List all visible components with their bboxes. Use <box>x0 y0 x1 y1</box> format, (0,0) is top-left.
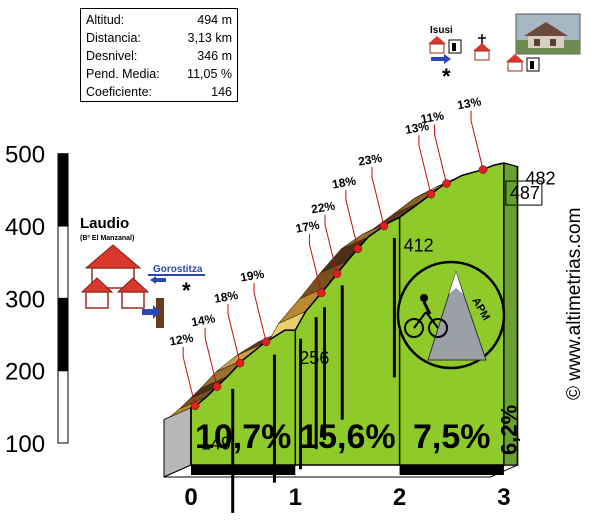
grade-annotation: 23% <box>357 151 383 169</box>
grade-leader <box>470 110 484 170</box>
stat-row: Distancia: 3,13 km <box>86 29 232 47</box>
grade-annotation: 13% <box>404 119 430 137</box>
start-village-icon <box>80 244 150 309</box>
y-axis-band <box>57 225 69 299</box>
summit-parking-icon <box>526 57 540 72</box>
watermark: © www.altimetrias.com <box>564 208 585 400</box>
grade-marker <box>332 269 342 278</box>
grade-leader <box>371 167 385 227</box>
isusi-parking-icon <box>448 39 462 54</box>
grade-annotation: 11% <box>420 108 446 126</box>
grade-marker <box>190 401 200 411</box>
profile-layer <box>163 162 519 513</box>
asterisk-icon: * <box>182 278 191 303</box>
stat-value: 346 m <box>197 49 232 63</box>
stat-label: Distancia: <box>86 31 141 45</box>
section-grade-label: 10,7% <box>195 418 291 456</box>
y-tick-label: 100 <box>5 431 45 458</box>
start-marker <box>156 298 164 328</box>
stat-label: Coeficiente: <box>86 85 153 99</box>
isusi-arrow-icon <box>431 54 451 64</box>
elevation-label: 487 <box>510 183 540 203</box>
x-tick-label: 2 <box>393 484 406 511</box>
y-tick-label: 400 <box>5 214 45 241</box>
elevation-label: 412 <box>404 235 434 255</box>
start-place-name: Laudio <box>80 215 129 232</box>
grade-leader <box>324 214 338 274</box>
grade-annotation: 14% <box>190 311 216 329</box>
grade-marker <box>353 244 363 254</box>
grade-marker <box>317 288 326 298</box>
grade-leader <box>227 304 241 364</box>
grade-marker <box>478 165 488 174</box>
grade-leader <box>204 327 218 387</box>
stat-row: Desnivel: 346 m <box>86 47 232 65</box>
grade-marker <box>379 221 389 231</box>
stat-value: 146 <box>211 85 232 99</box>
left-arrow-icon <box>150 276 166 284</box>
grade-leader <box>182 346 196 406</box>
stat-label: Pend. Media: <box>86 67 160 81</box>
isusi-house-icon <box>428 36 446 54</box>
summit-house-icon <box>506 54 524 72</box>
stat-label: Desnivel: <box>86 49 138 63</box>
grade-leader <box>308 233 322 294</box>
apm-logo: APM <box>396 260 506 370</box>
elevation-label: 256 <box>299 348 329 368</box>
grade-annotation: 12% <box>168 331 194 349</box>
summit-church-icon <box>473 34 491 61</box>
grade-annotation: 18% <box>331 174 357 192</box>
blue-arrow-icon <box>142 305 160 319</box>
y-tick-label: 200 <box>5 359 45 386</box>
elevation-label: 149 <box>201 434 231 454</box>
stat-value: 11,05 % <box>187 67 232 81</box>
grade-annotation: 22% <box>310 198 336 216</box>
stat-row: Pend. Media: 11,05 % <box>86 65 232 83</box>
grade-annotation: 13% <box>456 94 482 112</box>
stat-row: Altitud: 494 m <box>86 11 232 29</box>
elevation-box <box>505 180 543 206</box>
y-axis-band <box>57 297 69 372</box>
section-grade-label: 6,2% <box>497 405 522 455</box>
stat-value: 494 m <box>197 13 232 27</box>
grade-leader <box>434 124 448 184</box>
grade-annotation: 18% <box>213 288 239 306</box>
grade-leader <box>418 135 432 195</box>
grade-marker <box>426 189 436 199</box>
x-tick-label: 0 <box>184 484 197 511</box>
gorostitza-label: Gorostitza <box>153 264 203 275</box>
y-tick-label: 300 <box>5 286 45 313</box>
y-axis-band <box>57 153 69 227</box>
stat-label: Altitud: <box>86 13 125 27</box>
x-axis: 0 1 2 3 <box>184 484 510 511</box>
grade-leader <box>345 189 359 249</box>
grade-leader <box>253 282 267 343</box>
summit-photo <box>515 13 581 55</box>
grade-marker <box>212 382 222 391</box>
y-tick-label: 500 <box>5 142 45 169</box>
x-tick-label: 3 <box>497 484 510 511</box>
stat-row: Coeficiente: 146 <box>86 83 232 101</box>
grade-marker <box>261 337 271 347</box>
km-bar <box>191 465 296 475</box>
y-axis-band <box>57 370 69 444</box>
stats-box: Altitud: 494 m Distancia: 3,13 km Desnivel: 3… <box>80 8 238 102</box>
isusi-label: Isusi <box>430 25 453 36</box>
elevation-label: 482 <box>525 169 555 189</box>
isusi-asterisk-icon: * <box>442 64 451 89</box>
grade-marker <box>235 358 245 368</box>
km-bar <box>399 465 504 475</box>
section-grade-label: 15,6% <box>299 418 395 456</box>
y-axis: 100 200 300 400 500 <box>5 142 69 458</box>
section-grade-label: 7,5% <box>413 418 491 456</box>
x-tick-label: 1 <box>289 484 302 511</box>
grade-annotation: 19% <box>239 267 265 285</box>
grade-marker <box>442 179 451 188</box>
start-place-sub: (Bº El Manzanal) <box>80 235 134 242</box>
grade-annotation: 17% <box>294 218 320 236</box>
stat-value: 3,13 km <box>187 31 232 45</box>
